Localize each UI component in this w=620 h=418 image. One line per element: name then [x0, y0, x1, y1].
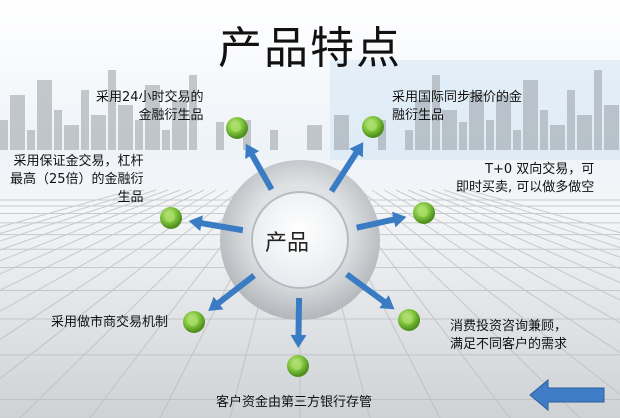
feature-label-t0: T+0 双向交易，可 即时买卖, 可以做多做空 [456, 162, 595, 195]
back-arrow-button[interactable] [528, 378, 606, 412]
feature-label-consulting: 消费投资咨询兼顾， 满足不同客户的需求 [450, 319, 568, 352]
feature-bullet-ball [413, 202, 435, 224]
hub-label: 产品 [265, 231, 310, 256]
feature-bullet-ball [160, 207, 182, 229]
arrow-icon [245, 143, 275, 191]
feature-bullet-ball [287, 355, 309, 377]
arrow-icon [290, 297, 307, 349]
arrow-icon [188, 215, 244, 234]
page-title: 产品特点 [218, 23, 402, 74]
feature-label-market-maker: 采用做市商交易机制 [51, 315, 169, 330]
arrow-icon [328, 142, 364, 193]
feature-bullet-ball [183, 311, 205, 333]
feature-label-margin: 采用保证金交易，杠杆 最高（25倍）的金融衍 生品 [10, 154, 144, 205]
arrow-icon [344, 271, 395, 310]
arrow-icon [356, 211, 407, 231]
product-hub [220, 160, 380, 320]
feature-bullet-ball [362, 116, 384, 138]
arrow-icon [208, 273, 256, 311]
feature-label-custody: 客户资金由第三方银行存管 [216, 395, 373, 410]
left-arrow-icon[interactable] [529, 378, 605, 412]
feature-bullet-ball [398, 309, 420, 331]
feature-label-24h: 采用24小时交易的 金融衍生品 [96, 90, 204, 123]
feature-bullet-ball [226, 117, 248, 139]
feature-label-sync-quote: 采用国际同步报价的金 融衍生品 [392, 90, 523, 123]
